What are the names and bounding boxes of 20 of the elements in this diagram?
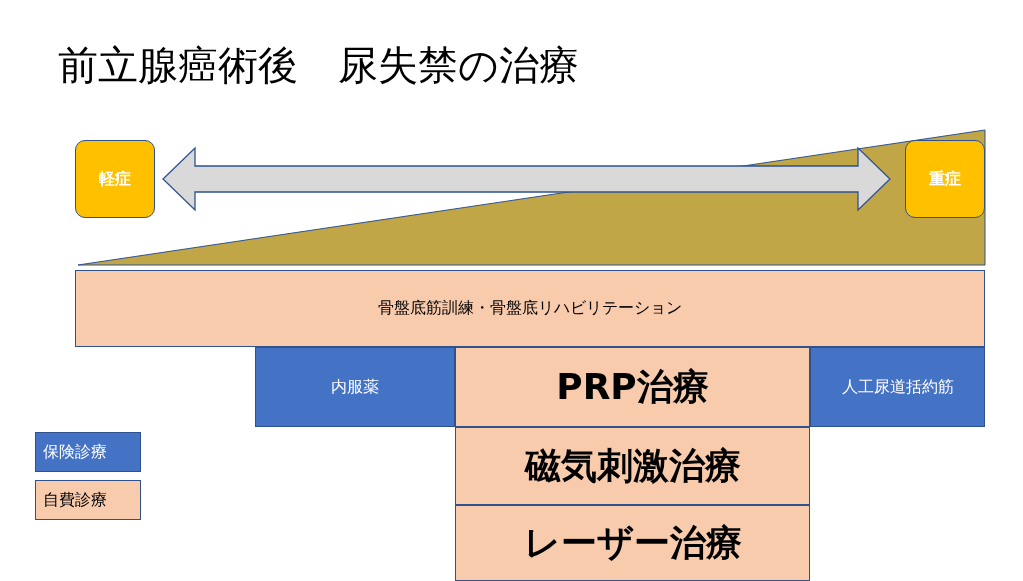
self-pay-treatment-box xyxy=(455,505,810,581)
node-label: 重症 xyxy=(929,168,961,190)
severity-box xyxy=(905,140,985,218)
legend-label: 自費診療 xyxy=(43,489,107,511)
self-pay-treatment-box xyxy=(455,347,810,427)
node-label: レーザー治療 xyxy=(523,520,742,565)
self-pay-treatment-box xyxy=(75,270,985,347)
node-label: 軽症 xyxy=(99,168,131,190)
node-label: 磁気刺激治療 xyxy=(524,443,741,488)
self-pay-treatment-box xyxy=(455,427,810,505)
double-block-arrow xyxy=(162,146,891,212)
node-label: PRP治療 xyxy=(556,364,709,409)
title: 前立腺癌術後 尿失禁の治療 xyxy=(58,41,579,90)
legend-label: 保険診療 xyxy=(43,441,107,463)
severity-box xyxy=(75,140,155,218)
insurance-treatment-box xyxy=(255,347,455,427)
node-label: 骨盤底筋訓練・骨盤底リハビリテーション xyxy=(378,298,682,319)
insurance-treatment-box xyxy=(810,347,985,427)
node-label: 内服薬 xyxy=(331,376,379,398)
node-label: 人工尿道括約筋 xyxy=(841,376,954,398)
